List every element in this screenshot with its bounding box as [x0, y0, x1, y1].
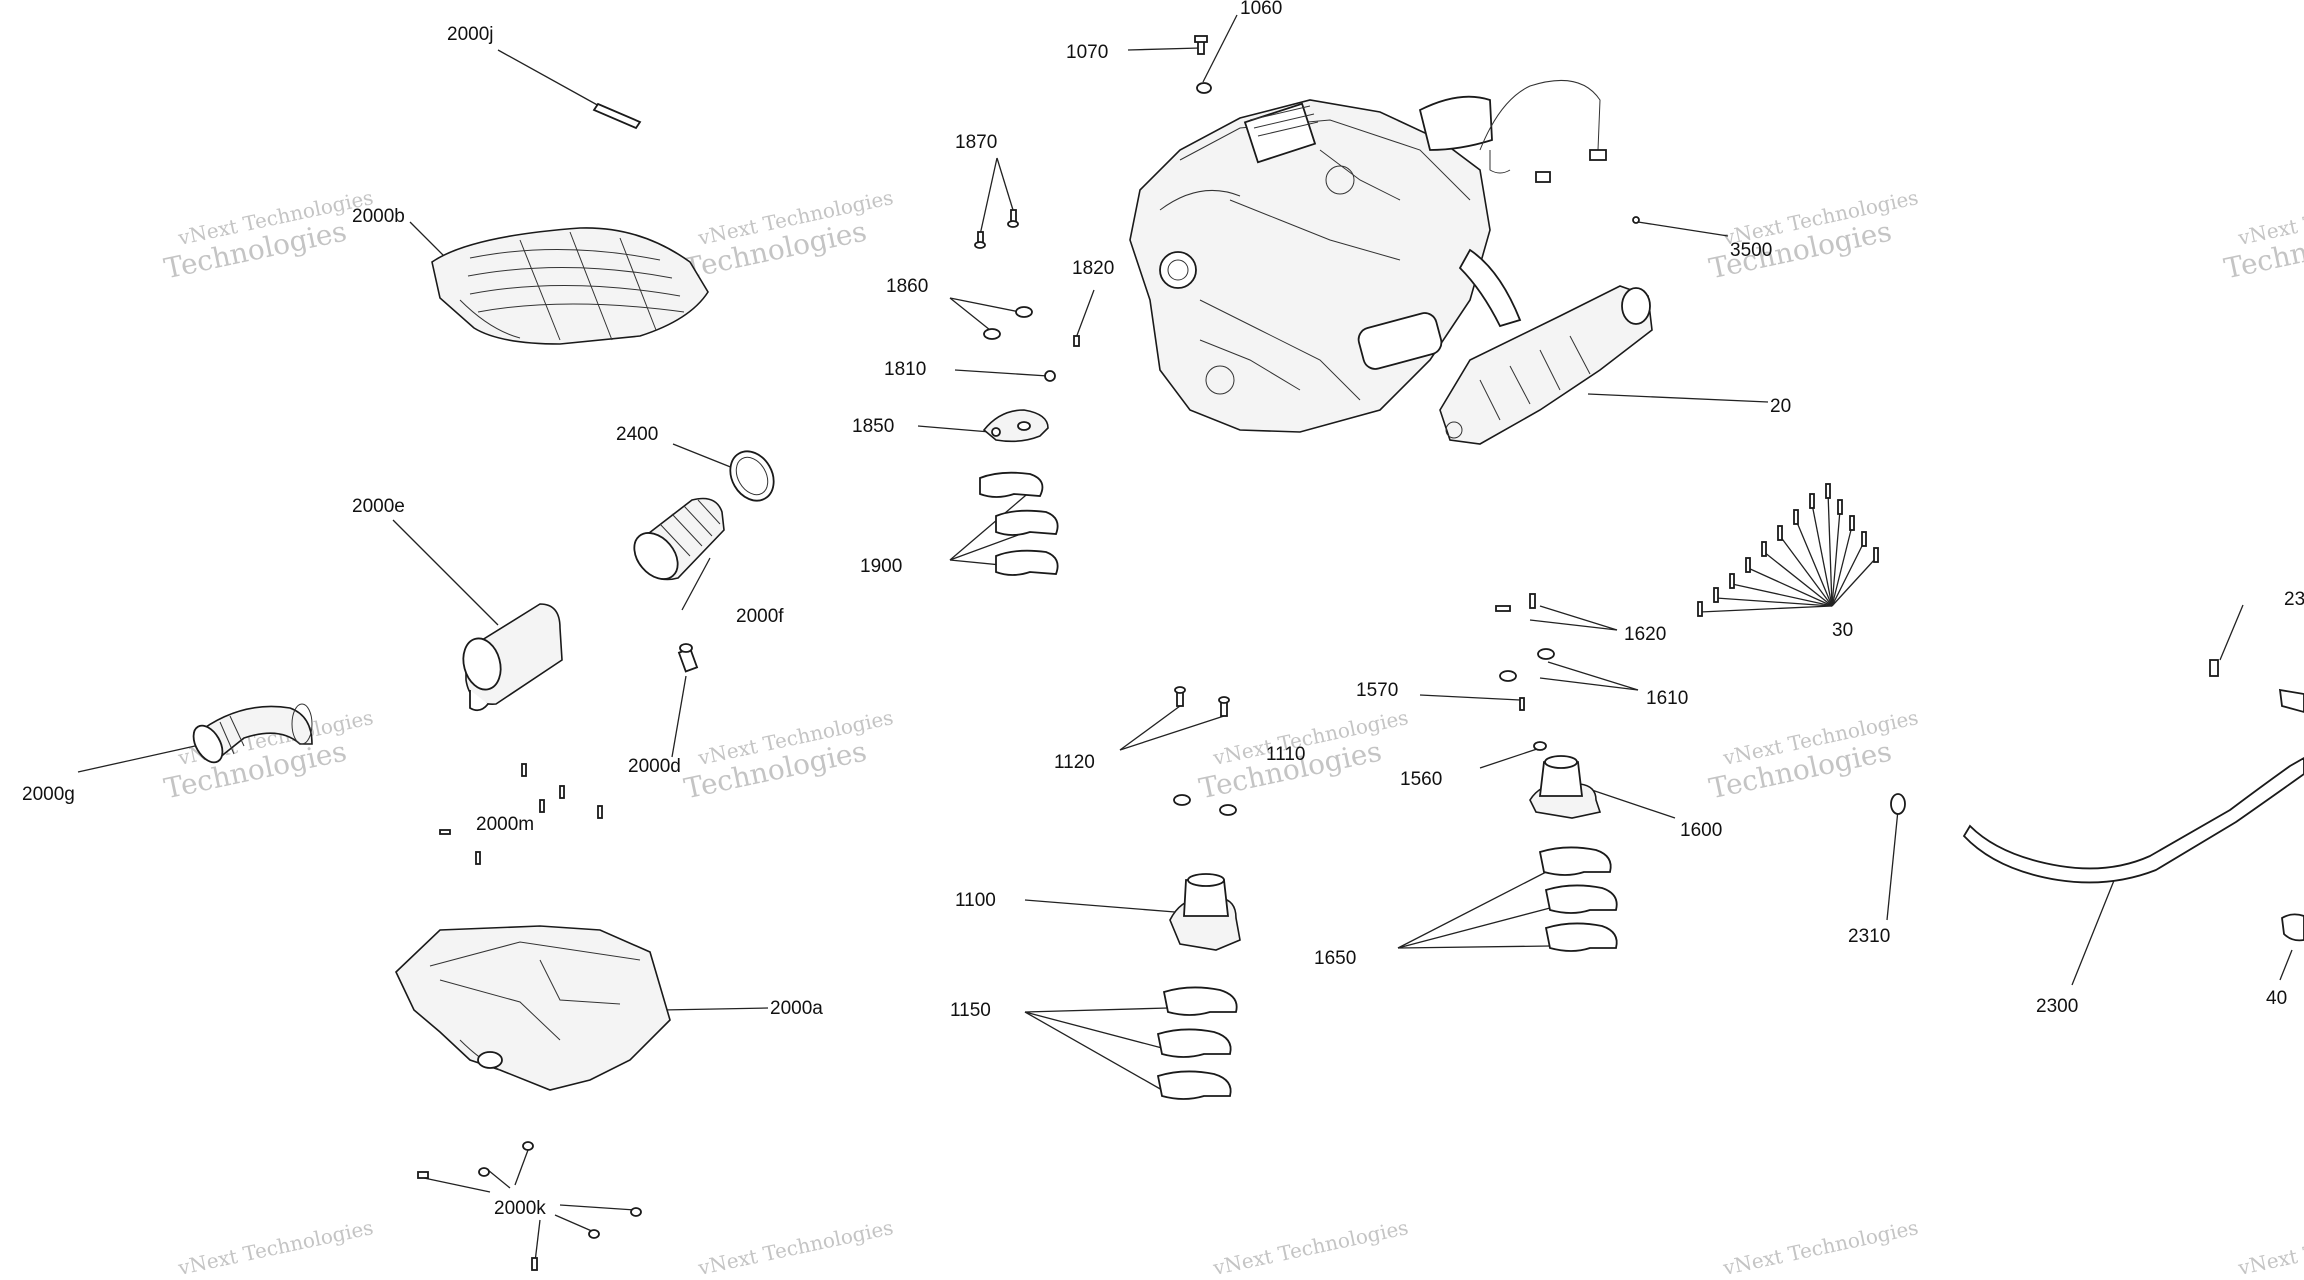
part-2000b-intake-cover — [431, 227, 709, 345]
callout-2000g: 2000g — [22, 784, 75, 805]
part-1870-bolts — [974, 209, 1019, 249]
part-1900-shims — [979, 471, 1059, 576]
part-2000g-elbow — [192, 703, 313, 764]
callout-23: 23 — [2284, 589, 2304, 610]
callout-2310: 2310 — [1848, 926, 1890, 947]
callout-20: 20 — [1770, 396, 1791, 417]
callout-1560: 1560 — [1400, 769, 1442, 790]
callout-30: 30 — [1832, 620, 1853, 641]
part-1610-washers — [1499, 648, 1555, 682]
callout-2000e: 2000e — [352, 496, 405, 517]
watermark: vNext Technologies — [175, 1215, 375, 1280]
part-1650-shims — [1538, 846, 1618, 952]
part-2000e-tube — [462, 603, 563, 712]
part-2000d-fitting — [677, 643, 699, 673]
callout-2000a: 2000a — [770, 998, 823, 1019]
callout-1120: 1120 — [1054, 752, 1095, 773]
watermark: vNext Technologies Technologies — [1706, 185, 1920, 285]
callout-1570: 1570 — [1356, 680, 1398, 701]
callout-1820: 1820 — [1072, 258, 1114, 279]
watermark: vNext Technologies Technologies — [681, 185, 895, 285]
callout-1150: 1150 — [950, 1000, 991, 1021]
callout-2300: 2300 — [2036, 996, 2078, 1017]
part-40-fitting — [2281, 913, 2304, 942]
callout-1810: 1810 — [884, 359, 926, 380]
part-23-fitting — [2209, 659, 2304, 713]
part-1850-mount — [982, 409, 1049, 443]
watermark: vNext Technologies — [2235, 1215, 2304, 1280]
callout-2000f: 2000f — [736, 606, 784, 627]
callout-2000j: 2000j — [447, 24, 494, 45]
callout-1060: 1060 — [1240, 0, 1282, 19]
watermark: vNext Technologies Technologies — [2221, 185, 2304, 285]
callout-labels: 2000j 1060 1070 1870 2000b 1860 1820 350… — [22, 0, 2304, 1219]
part-1570-stud — [1519, 697, 1525, 711]
svg-text:vNext Technologies: vNext Technologies — [1210, 1215, 1410, 1280]
callout-1610: 1610 — [1646, 688, 1688, 709]
callout-2400: 2400 — [616, 424, 658, 445]
part-1120-bolts — [1174, 686, 1230, 717]
callout-1860: 1860 — [886, 276, 928, 297]
callout-2000b: 2000b — [352, 206, 405, 227]
part-1100-motor-mount — [1169, 873, 1241, 951]
part-1560-washer — [1533, 741, 1547, 751]
part-1620-bolts — [1495, 593, 1536, 612]
watermark: vNext Technologies Technologies — [681, 705, 895, 805]
leader-lines — [77, 14, 2293, 1263]
callout-1110: 1110 — [1266, 744, 1305, 765]
callout-2000k: 2000k — [494, 1198, 546, 1219]
watermark: vNext Technologies Technologies — [161, 185, 375, 285]
callout-40: 40 — [2266, 988, 2287, 1009]
callout-1070: 1070 — [1066, 42, 1108, 63]
part-30-screws — [1697, 483, 1879, 617]
part-2400-clamp — [729, 450, 775, 502]
callout-2000m: 2000m — [476, 814, 534, 835]
part-1150-shims — [1156, 986, 1238, 1100]
part-1060-washer — [1196, 82, 1212, 94]
part-engine-assembly — [1129, 80, 1607, 433]
callout-1620: 1620 — [1624, 624, 1666, 645]
part-2310-clamp — [1890, 793, 1906, 815]
part-2000m-screws — [439, 763, 603, 865]
callout-1900: 1900 — [860, 556, 902, 577]
watermark: vNext Technologies — [1720, 1215, 1920, 1280]
part-2000k-fasteners — [417, 1141, 642, 1271]
part-2000a-oil-pan — [395, 925, 671, 1091]
svg-text:vNext Technologies: vNext Technologies — [2235, 1215, 2304, 1280]
watermark: vNext Technologies — [695, 1215, 895, 1280]
callout-3500: 3500 — [1730, 240, 1772, 261]
callout-2000d: 2000d — [628, 756, 681, 777]
part-3500-sensor — [1632, 216, 1640, 224]
callout-1650: 1650 — [1314, 948, 1356, 969]
part-1810-nut — [1044, 370, 1056, 382]
svg-text:vNext Technologies: vNext Technologies — [695, 1215, 895, 1280]
part-2300-hose — [1962, 756, 2304, 884]
part-1860-washers — [983, 306, 1033, 340]
callout-1870: 1870 — [955, 132, 997, 153]
callout-1100: 1100 — [955, 890, 996, 911]
part-1820-stud — [1073, 335, 1080, 347]
part-1110-washers — [1173, 794, 1237, 816]
part-2000f-bellows-hose — [633, 497, 725, 581]
svg-text:vNext Technologies: vNext Technologies — [175, 1215, 375, 1280]
svg-text:vNext Technologies: vNext Technologies — [1720, 1215, 1920, 1280]
watermark: vNext Technologies Technologies — [1706, 705, 1920, 805]
part-1600-mount — [1529, 755, 1602, 819]
part-20-exhaust-manifold — [1439, 285, 1653, 445]
part-1070-bolt — [1194, 35, 1208, 55]
watermark: vNext Technologies — [1210, 1215, 1410, 1280]
callout-1850: 1850 — [852, 416, 894, 437]
callout-1600: 1600 — [1680, 820, 1722, 841]
part-2000j-strip — [592, 102, 642, 130]
